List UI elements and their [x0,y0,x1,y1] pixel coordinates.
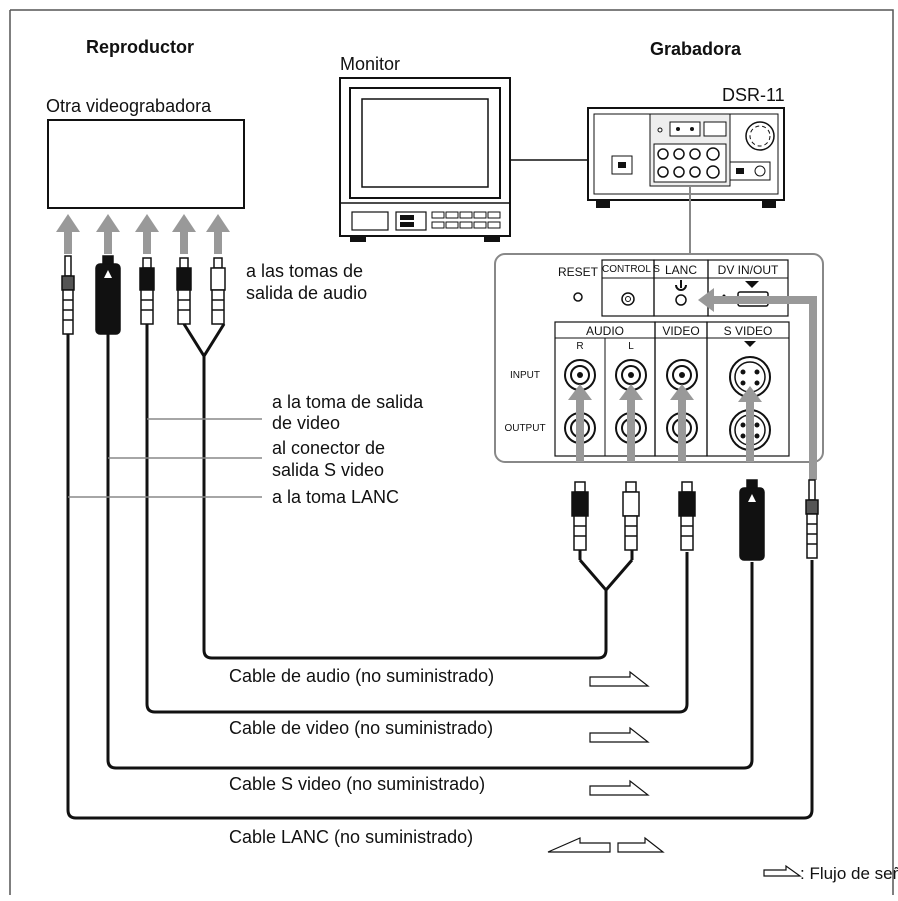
svideo-out-label-1: al conector de [272,438,386,458]
monitor-device [339,77,511,242]
player-heading: Reproductor [86,37,194,57]
control-s-label: CONTROL S [602,264,660,275]
l-label: L [628,341,634,352]
player-plugs [61,255,226,335]
audio-label: AUDIO [585,324,624,338]
input-label: INPUT [510,370,540,381]
reset-label: RESET [557,265,598,279]
panel-signal-arrows [568,288,817,480]
lanc-jack-label: a la toma LANC [272,487,400,507]
lanc-cable-label: Cable LANC (no suministrado) [229,827,474,847]
audio-out-label-2: salida de audio [246,283,368,303]
dv-inout-label: DV IN/OUT [717,263,779,277]
video-cable-label: Cable de video (no suministrado) [229,718,494,738]
player-up-arrows [56,214,230,254]
model-label: DSR-11 [722,85,785,105]
leader-lines [68,418,262,498]
other-vcr-box [47,119,245,209]
flow-arrows [547,670,802,877]
recorder-heading: Grabadora [650,39,742,59]
video-label: VIDEO [662,324,700,338]
output-label: OUTPUT [504,423,546,434]
audio-out-label-1: a las tomas de [246,261,364,281]
recorder-plugs [571,479,819,561]
lanc-label: LANC [664,263,697,277]
video-out-label-1: a la toma de salida [272,392,424,412]
svideo-cable-label: Cable S video (no suministrado) [229,774,486,794]
frame-border [9,9,894,895]
svideo-label: S VIDEO [723,324,773,338]
dsr11-device [587,107,785,208]
audio-cable-label: Cable de audio (no suministrado) [229,666,495,686]
r-label: R [576,341,584,352]
cables [66,323,814,820]
monitor-label: Monitor [340,54,401,74]
video-out-label-2: de video [272,413,341,433]
svideo-out-label-2: salida S video [272,460,385,480]
other-vcr-label: Otra videograbadora [46,96,212,116]
legend-label: : Flujo de señales [800,864,898,883]
